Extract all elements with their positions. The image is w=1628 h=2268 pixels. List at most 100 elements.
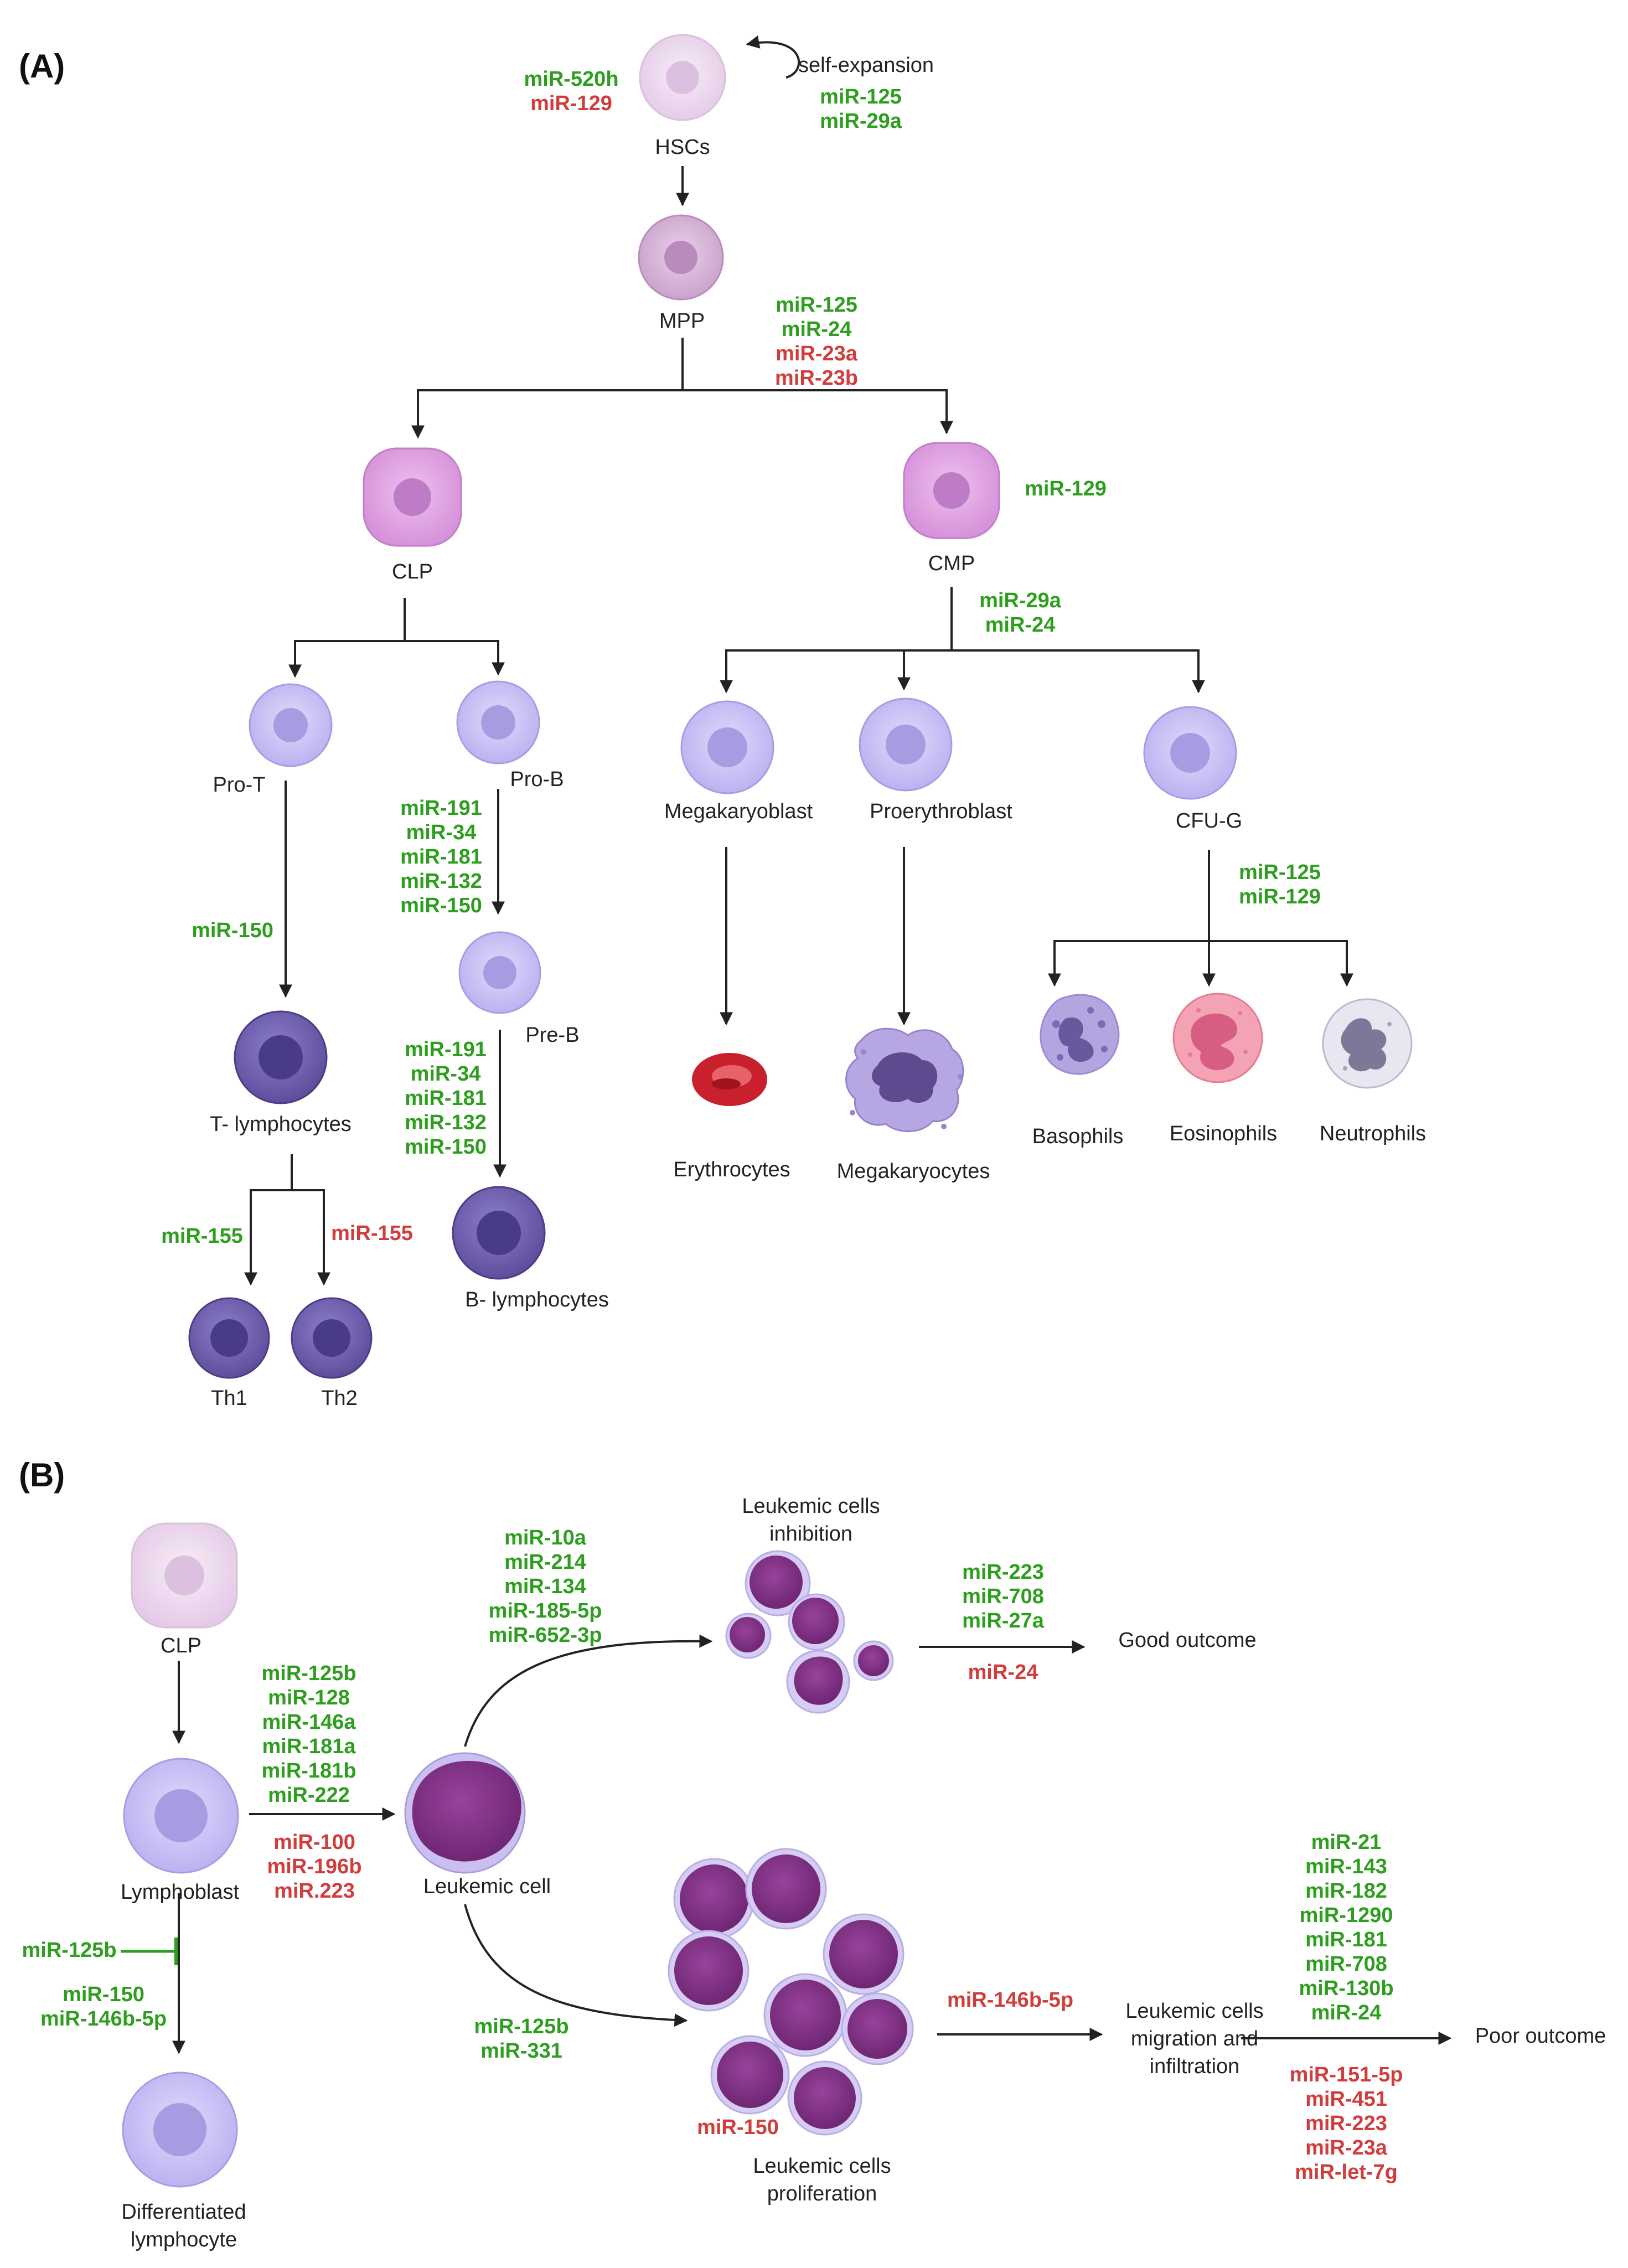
cell-cmp: [903, 442, 1000, 539]
mirna-label: miR-132: [400, 870, 482, 893]
mirna-label: miR-331: [480, 2039, 562, 2063]
mirna-label: miR-125: [820, 85, 902, 109]
label-b-lymphocytes: B- lymphocytes: [465, 1288, 609, 1311]
mirna-label: miR-146a: [262, 1711, 356, 1734]
mirna-label: miR-222: [268, 1784, 350, 1807]
cell-lymphoblast: [123, 1758, 239, 1874]
arrow-clp-prot: [288, 598, 406, 678]
mirna-label: miR-181: [400, 845, 482, 869]
label-mpp: MPP: [659, 309, 705, 333]
label-clp: CLP: [392, 560, 433, 583]
mirna-label: miR-130b: [1299, 1977, 1393, 2000]
mirna-label: miR-451: [1305, 2088, 1387, 2111]
cell-eosinophil: [1172, 993, 1263, 1083]
label-differentiated-1: Differentiated: [121, 2200, 246, 2224]
mirna-label: miR-34: [411, 1062, 481, 1086]
mirna-label: miR-520h: [524, 68, 618, 91]
cell-proerythroblast: [859, 698, 953, 792]
arrow-mpp-clp: [411, 338, 684, 439]
cell-basophil: [1040, 994, 1120, 1075]
cell-mpp: [638, 214, 724, 301]
mirna-label: miR-191: [400, 797, 482, 820]
mirna-label: miR-24: [782, 318, 852, 341]
mirna-label: miR-134: [504, 1575, 586, 1598]
mirna-label: miR-708: [1305, 1952, 1387, 1976]
mir-list-125b-block: miR-125b: [22, 1939, 116, 1962]
mirna-label: miR-24: [968, 1661, 1038, 1684]
mirna-label: miR-29a: [820, 110, 902, 133]
mirna-label: miR-181a: [262, 1735, 356, 1758]
label-lymphoblast: Lymphoblast: [121, 1880, 239, 1904]
mirna-label: miR-23a: [776, 342, 858, 365]
mir-list-cmp: miR-129: [1025, 477, 1107, 500]
label-hsc: HSCs: [655, 136, 710, 159]
mirna-label: miR-129: [530, 92, 612, 115]
label-th1: Th1: [211, 1387, 247, 1410]
label-t-lymphocytes: T- lymphocytes: [210, 1113, 352, 1136]
arrow-clp-prob: [405, 640, 505, 676]
mirna-label: miR-100: [273, 1831, 355, 1854]
self-expansion-arrow: [746, 35, 800, 79]
arrow-t-th2: [292, 1189, 330, 1286]
mirna-label: miR-29a: [979, 589, 1062, 612]
label-pro-b: Pro-B: [510, 768, 564, 791]
label-pre-b: Pre-B: [525, 1024, 579, 1047]
mirna-label: miR-155: [331, 1222, 413, 1245]
cell-megakaryoblast: [680, 700, 774, 794]
arrow-cmp-proerythroblast: [897, 649, 952, 691]
label-cfu-g: CFU-G: [1176, 809, 1242, 833]
mirna-label: miR-1290: [1300, 1904, 1393, 1927]
cell-th1: [188, 1297, 270, 1379]
cell-pro-b: [456, 680, 540, 764]
mir-list-proliferation-inner: miR-150: [697, 2116, 779, 2139]
label-megakaryoblast: Megakaryoblast: [664, 800, 813, 823]
mirna-label: miR-23a: [1305, 2136, 1388, 2159]
arrow-leukemic-inhibition: [464, 1634, 713, 1747]
mirna-label: miR-24: [985, 613, 1056, 637]
mirna-label: miR-181b: [261, 1759, 356, 1783]
arrow-leukemic-proliferation: [464, 1904, 688, 2027]
inhibition-bar-125b: [121, 1938, 178, 1965]
panel-label-b: (B): [19, 1456, 65, 1494]
mir-list-good-down: miR-24: [968, 1661, 1038, 1684]
label-cmp: CMP: [928, 552, 975, 575]
cell-hsc: [639, 34, 726, 121]
cell-megakaryocyte: [845, 1027, 964, 1133]
label-proerythroblast: Proerythroblast: [870, 800, 1012, 823]
cell-differentiated-lymphocyte: [122, 2071, 238, 2188]
label-th2: Th2: [321, 1387, 357, 1410]
arrow-cfug-neutrophil: [1209, 940, 1353, 987]
mirna-label: miR-150: [405, 1135, 487, 1159]
mirna-label: miR-129: [1239, 885, 1321, 908]
mirna-label: miR-214: [504, 1551, 586, 1574]
cell-clp: [363, 447, 462, 547]
cell-cfu-g: [1143, 706, 1237, 800]
mirna-label: miR-24: [1311, 2001, 1382, 2024]
mirna-label: miR-652-3p: [489, 1624, 602, 1647]
mirna-label: miR-125: [1239, 861, 1321, 884]
label-eosinophils: Eosinophils: [1170, 1122, 1277, 1145]
mirna-label: miR-125b: [22, 1939, 116, 1962]
mirna-label: miR-181: [405, 1087, 487, 1110]
mirna-label: miR-146b-5p: [947, 1988, 1073, 2012]
mirna-label: miR-143: [1305, 1855, 1387, 1878]
mirna-label: miR-125b: [261, 1662, 356, 1685]
mir-list-th2: miR-155: [331, 1222, 413, 1245]
mirna-label: miR-150: [192, 919, 273, 942]
label-basophils: Basophils: [1032, 1125, 1124, 1148]
mirna-label: miR-151-5p: [1290, 2063, 1403, 2086]
arrow-cmp-megakaryoblast: [720, 587, 953, 694]
mirna-label: miR-let-7g: [1295, 2161, 1398, 2184]
cell-erythrocyte: [692, 1053, 767, 1106]
